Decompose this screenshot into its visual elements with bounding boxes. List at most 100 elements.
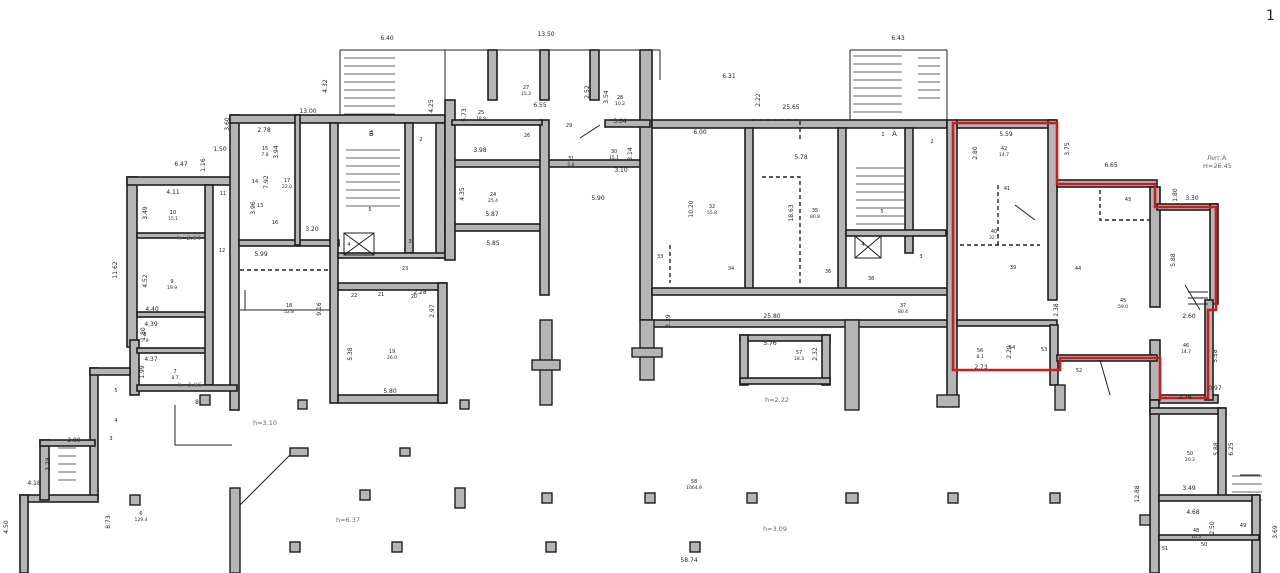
room-number: 43 [1125, 197, 1131, 203]
height-label: h=3.85 [178, 381, 202, 389]
room-area: 14.7 [999, 152, 1009, 158]
dimension-label: 6.43 [891, 35, 905, 42]
dimension-label: 6.65 [1104, 162, 1118, 169]
room-number: 25 [478, 110, 484, 116]
dimension-label: 4.25 [428, 99, 435, 113]
room-number: 4 [347, 242, 350, 248]
room-number: 38 [868, 276, 874, 282]
room-number: 41 [1004, 186, 1010, 192]
stair-label-b: Б [369, 130, 374, 138]
dimension-label: 6.47 [174, 161, 188, 168]
dimension-label: 2.29 [1006, 345, 1013, 359]
room-area: 15.3 [521, 91, 531, 97]
dimension-label: 5.73 [461, 108, 468, 122]
room-area: 1064.9 [686, 485, 702, 491]
room-number: 30 [611, 149, 617, 155]
dimension-label: 4.40 [145, 306, 159, 313]
room-area: 5.6 [567, 162, 574, 168]
dimension-label: 6.31 [722, 73, 736, 80]
dimension-label: 3.49 [142, 206, 149, 220]
room-number: 18 [286, 303, 292, 309]
letter-note-line1: Лит.А [1207, 154, 1227, 162]
dimension-label: 4.68 [1186, 509, 1200, 516]
dimension-label: 2.38 [1053, 303, 1060, 317]
dimension-label: 2.52 [584, 85, 591, 99]
room-number: 3 [109, 436, 112, 442]
room-area: 18.8 [476, 116, 486, 122]
dimension-label: 3.14 [627, 147, 634, 161]
page-number: 1 [1266, 8, 1275, 24]
dimension-label: 2.78 [257, 127, 271, 134]
dimension-label: 4.11 [166, 189, 180, 196]
dimension-label: 6.00 [693, 129, 707, 136]
room-number: 11 [220, 191, 226, 197]
dimension-label: 3.60 [224, 117, 231, 131]
room-area: 80.8 [810, 214, 820, 220]
details [174, 119, 1260, 506]
dimension-label: 5.88 [1213, 442, 1220, 456]
dimension-label: 2.28 [413, 289, 427, 296]
room-number: 53 [1041, 347, 1047, 353]
dimension-label: 2.00 [67, 437, 81, 444]
dimension-label: 4.52 [142, 274, 149, 288]
dimension-label: 1.80 [140, 327, 147, 341]
dimension-label: 6.55 [533, 102, 547, 109]
dimension-label: 1.50 [213, 146, 227, 153]
room-number: 16 [272, 220, 278, 226]
room-number: 34 [728, 266, 734, 272]
room-area: 59.0 [1118, 304, 1128, 310]
room-area: 10.5 [1191, 534, 1201, 540]
dimension-label: 3.20 [305, 226, 319, 233]
room-area: 129.4 [135, 517, 148, 523]
dimension-label: 18.63 [788, 204, 795, 221]
letter-note-line2: H=26.45 [1203, 162, 1232, 170]
dimension-label: 3.30 [1185, 195, 1199, 202]
room-number: 31 [568, 156, 574, 162]
room-number: 15 [262, 146, 268, 152]
dimension-label: 4.39 [144, 321, 158, 328]
dimension-label: 2.50 [1209, 521, 1216, 535]
room-number: 5 [880, 209, 883, 215]
room-number: 23 [402, 266, 408, 272]
room-number: 28 [617, 95, 623, 101]
room-area: 26.0 [387, 355, 397, 361]
room-number: 42 [1001, 146, 1007, 152]
dimension-label: 6.40 [380, 35, 394, 42]
dimension-label: 4.50 [3, 520, 10, 534]
dimension-label: 3.49 [1182, 485, 1196, 492]
room-number: 33 [657, 254, 663, 260]
room-number: 1 [881, 132, 884, 138]
room-number: 20 [411, 294, 417, 300]
room-number: 50 [1201, 542, 1207, 548]
dimension-label: 7.92 [263, 175, 270, 189]
room-area: 32.3 [989, 235, 999, 241]
dimension-label: 12.88 [1134, 485, 1141, 502]
dimension-label: 5.58 [1212, 349, 1219, 363]
dimension-label: 4.35 [459, 187, 466, 201]
dimension-label: 1.80 [1172, 188, 1179, 202]
room-number: 9 [170, 279, 173, 285]
room-area: 8.7 [171, 375, 178, 381]
room-number: 50 [1187, 451, 1193, 457]
room-number: 21 [378, 292, 384, 298]
dimension-label: 11.62 [112, 261, 119, 278]
height-label: h=2.94 [177, 234, 201, 242]
room-labels: 2715.32810.22518.82629315.63015.112157.8… [109, 85, 1246, 552]
dimension-label: 5.99 [254, 251, 268, 258]
room-number: 2 [419, 137, 422, 143]
room-number: 44 [1075, 266, 1081, 272]
height-label: h=3.09 [763, 525, 787, 533]
dimension-label: 3.96 [250, 201, 257, 215]
room-number: 37 [900, 303, 906, 309]
dimension-label: 5.90 [591, 195, 605, 202]
height-label: h=6.37 [336, 516, 360, 524]
room-area: 55.8 [707, 210, 717, 216]
dimension-label: 4.37 [144, 356, 158, 363]
dimension-label: 3.69 [1272, 525, 1279, 539]
room-number: 29 [566, 123, 572, 129]
room-area: 20.2 [1185, 457, 1195, 463]
dimension-label: 25.80 [763, 313, 780, 320]
room-number: 32 [709, 204, 715, 210]
room-number: 3 [919, 254, 922, 260]
